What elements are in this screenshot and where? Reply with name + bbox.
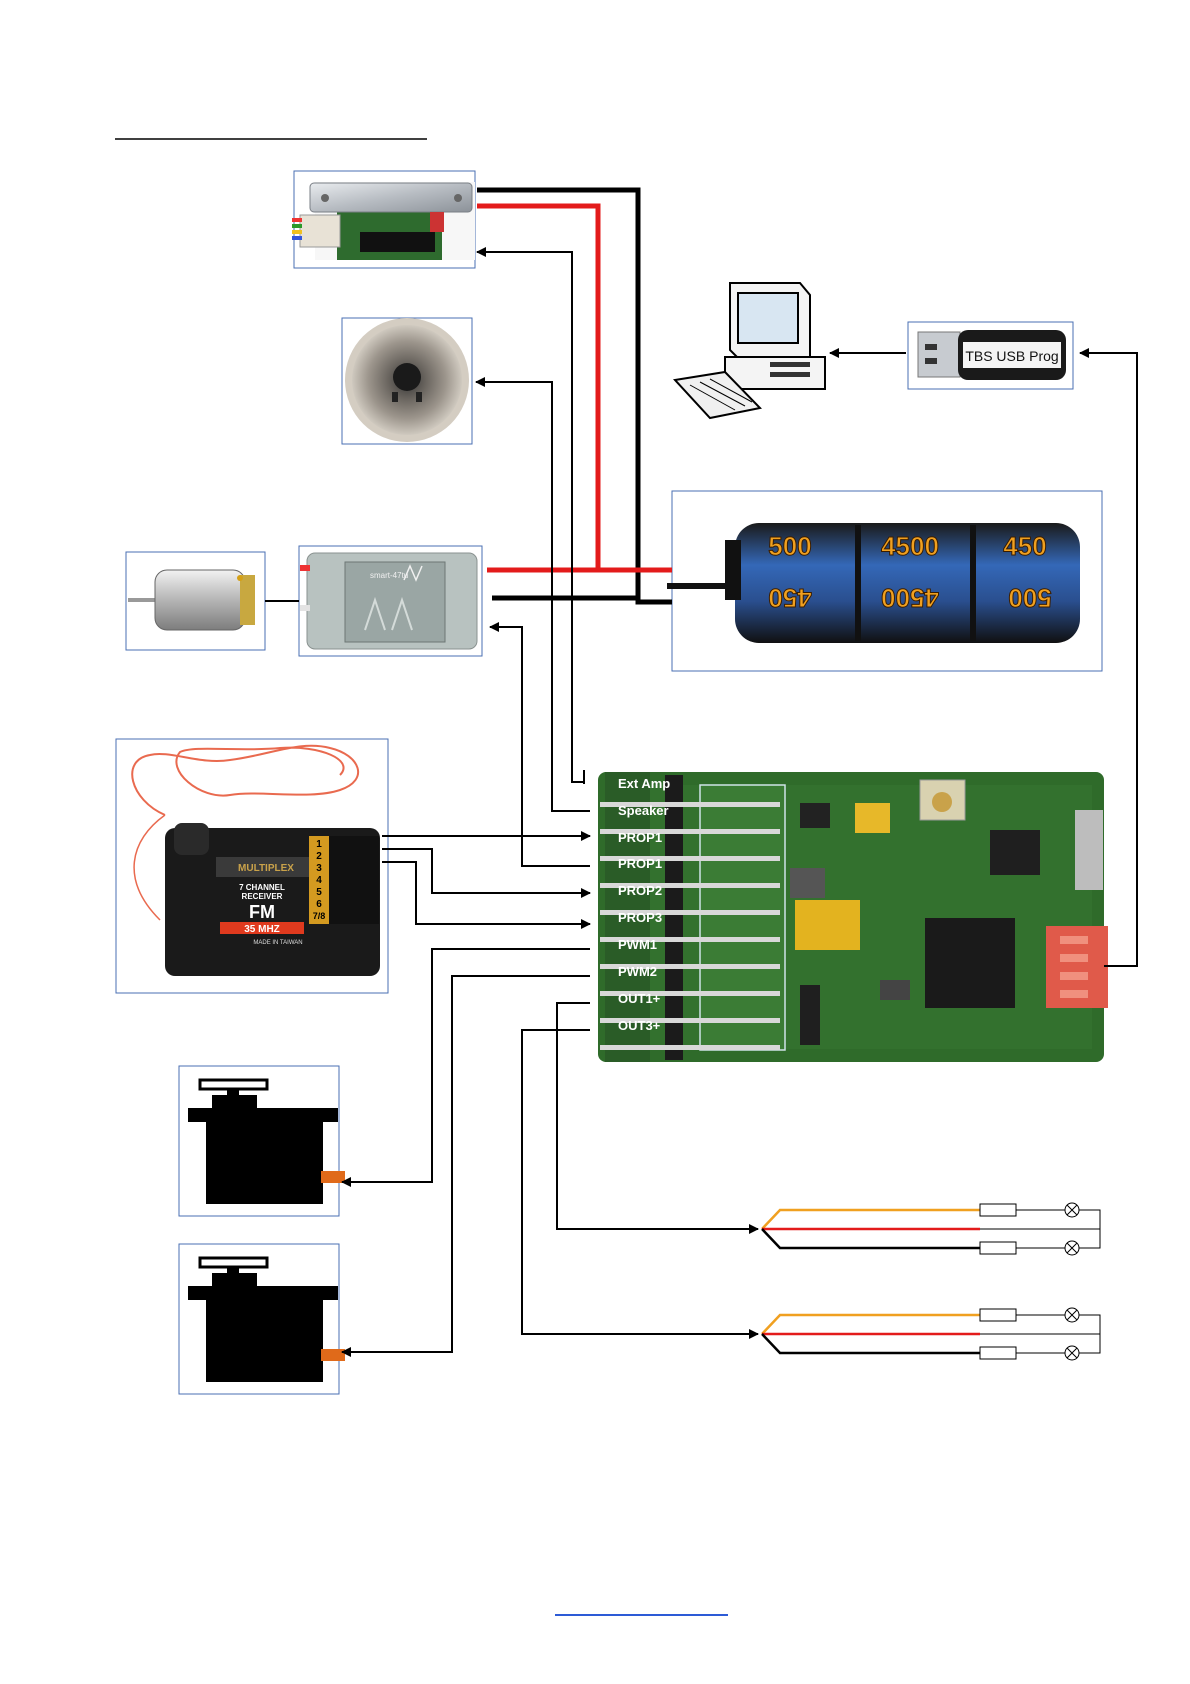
esc-label: smart-47tu — [370, 571, 408, 580]
receiver-modulation: FM — [249, 902, 275, 922]
pin-label-prop3: PROP3 — [618, 910, 662, 925]
receiver-type-line2: RECEIVER — [242, 892, 283, 901]
pin-label-speaker: Speaker — [618, 803, 669, 818]
usb-programmer: TBS USB Prog — [908, 322, 1073, 389]
light-set-2 — [762, 1308, 1100, 1360]
usb-programmer-label: TBS USB Prog — [965, 348, 1058, 364]
rc-receiver: MULTIPLEX 7 CHANNEL RECEIVER FM 35 MHZ M… — [116, 739, 388, 993]
pin-label-prop2: PROP2 — [618, 883, 662, 898]
battery-cell-3: 450 — [1003, 531, 1046, 561]
receiver-made-in: MADE IN TAIWAN — [253, 940, 302, 946]
speaker — [342, 318, 472, 444]
receiver-channel-7: 7/8 — [313, 911, 326, 921]
servo-2 — [179, 1244, 345, 1394]
receiver-channel-2: 2 — [316, 851, 322, 862]
receiver-frequency: 35 MHZ — [244, 924, 280, 935]
servo-1 — [179, 1066, 345, 1216]
receiver-channel-6: 6 — [316, 899, 322, 910]
receiver-type-line1: 7 CHANNEL — [239, 883, 285, 892]
battery-cell-2: 4500 — [881, 531, 939, 561]
computer-icon — [675, 283, 825, 418]
pin-label-out1: OUT1+ — [618, 991, 661, 1006]
battery-cell-5: 4500 — [881, 583, 939, 613]
battery-pack: 500 4500 450 450 4500 500 — [672, 491, 1102, 671]
receiver-channel-1: 1 — [316, 839, 322, 850]
pin-label-prop1-a: PROP1 — [618, 830, 662, 845]
pin-label-out3: OUT3+ — [618, 1018, 661, 1033]
pin-label-pwm1: PWM1 — [618, 937, 657, 952]
pin-label-pwm2: PWM2 — [618, 964, 657, 979]
receiver-channel-3: 3 — [316, 863, 322, 874]
receiver-channel-4: 4 — [316, 875, 322, 886]
sound-module — [292, 171, 475, 268]
battery-cell-1: 500 — [768, 531, 811, 561]
pin-label-ext-amp: Ext Amp — [618, 776, 670, 791]
receiver-brand: MULTIPLEX — [238, 863, 294, 874]
motor — [126, 552, 265, 650]
controller-board: Ext Amp Speaker PROP1 PROP1 PROP2 PROP3 … — [598, 772, 1108, 1062]
light-set-1 — [762, 1203, 1100, 1255]
pin-label-prop1-b: PROP1 — [618, 856, 662, 871]
battery-cell-6: 500 — [1008, 583, 1051, 613]
speed-controller: smart-47tu — [299, 546, 482, 656]
battery-cell-4: 450 — [768, 583, 811, 613]
receiver-channel-5: 5 — [316, 887, 322, 898]
